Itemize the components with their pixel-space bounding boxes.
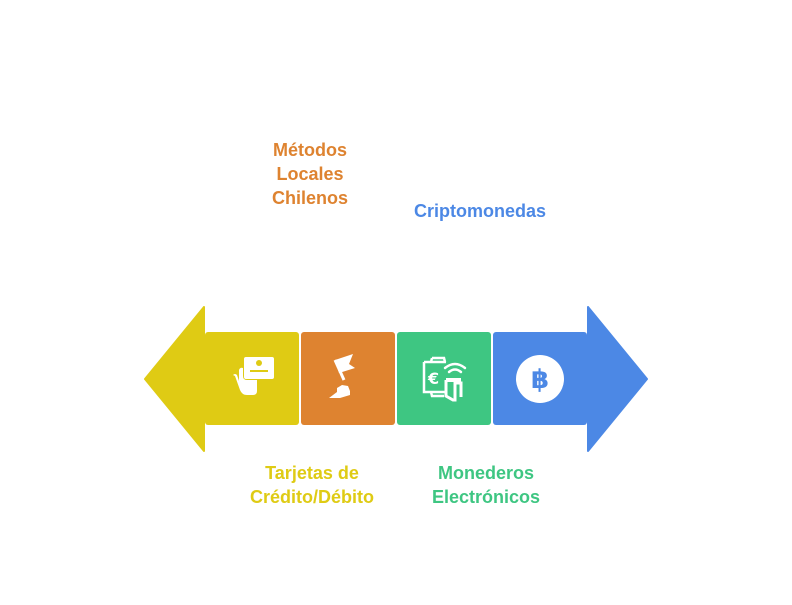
svg-text:€: €	[427, 369, 439, 388]
svg-text:฿: ฿	[531, 365, 549, 395]
label-line: Electrónicos	[431, 487, 541, 507]
label-crypto: Criptomonedas	[380, 199, 580, 223]
label-ewallets: Monederos Electrónicos	[386, 461, 586, 509]
label-line: Locales	[276, 164, 344, 184]
label-local-methods: Métodos Locales Chilenos	[210, 138, 410, 210]
label-cards: Tarjetas de Crédito/Débito	[212, 461, 412, 509]
label-line: Tarjetas de	[265, 463, 359, 483]
box-crypto: ฿	[493, 332, 587, 425]
right-arrow-head	[587, 306, 648, 452]
label-line: Chilenos	[271, 188, 348, 208]
flag-icon	[329, 353, 355, 398]
box-cards	[205, 332, 299, 425]
box-ewallets: €	[397, 332, 491, 425]
left-arrow-head	[144, 306, 205, 452]
bitcoin-baht-icon: ฿	[516, 354, 564, 403]
box-local-methods	[301, 332, 395, 425]
label-line: Crédito/Débito	[250, 487, 374, 507]
label-line: Monederos	[437, 463, 534, 483]
hand-card-icon	[233, 356, 274, 395]
smartwatch-wallet-icon: €	[422, 356, 467, 401]
label-line: Criptomonedas	[413, 201, 546, 221]
label-line: Métodos	[273, 140, 347, 160]
